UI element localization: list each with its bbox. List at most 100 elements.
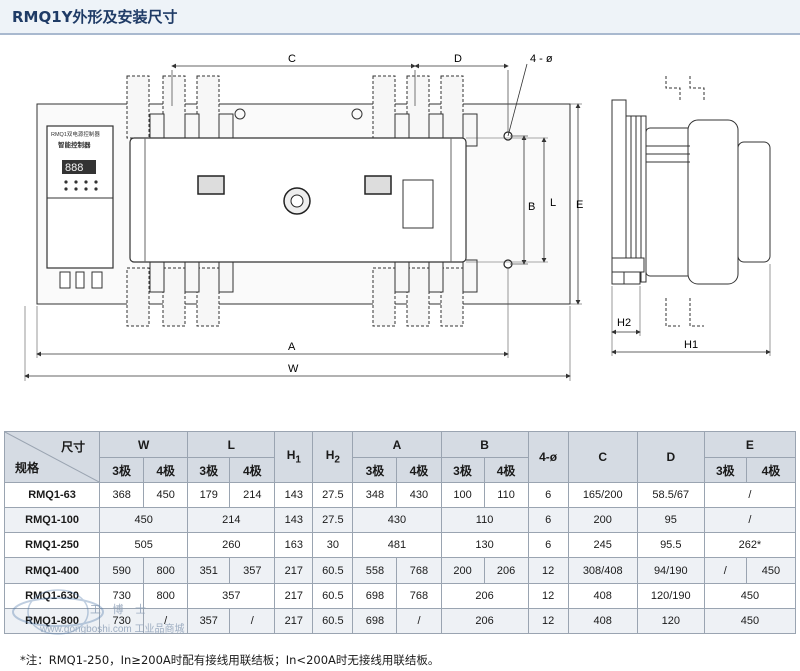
watermark-site: www.gongboshi.com 工业品商城 (40, 624, 185, 635)
table-cell: 800 (143, 582, 189, 609)
table-cell: 260 (187, 532, 276, 559)
table-cell: 730 (99, 607, 145, 635)
table-cell: 262* (703, 532, 797, 559)
sub-header-4pole: 4极 (143, 457, 189, 483)
table-cell: 357 (187, 582, 276, 609)
table-cell: 94/190 (636, 557, 705, 584)
table-cell: / (143, 607, 189, 635)
table-cell: 450 (703, 607, 797, 635)
indicator-window-left (197, 175, 225, 195)
col-header-A: A (352, 431, 442, 458)
sub-header-3pole: 3极 (99, 457, 145, 483)
table-cell: 245 (567, 532, 638, 559)
sub-header-4pole: 4极 (229, 457, 276, 483)
dim-label-E: E (576, 199, 583, 211)
page-title: RMQ1Y外形及安装尺寸 (12, 8, 178, 26)
table-cell: 217 (274, 557, 314, 584)
table-cell: 217 (274, 607, 314, 635)
col-header-E: E (703, 431, 797, 458)
watermark-logo (12, 589, 104, 635)
controller-label: RMQ1双电源控制器 (51, 130, 100, 138)
table-cell: / (703, 507, 797, 534)
table-cell: 357 (187, 607, 231, 635)
model-cell: RMQ1-800 (3, 607, 101, 635)
table-cell: 308/408 (567, 557, 638, 584)
dim-label-H2: H2 (617, 317, 631, 329)
dimension-drawing: RMQ1双电源控制器 智能控制器 888 C D 4 - ø B L E A W (24, 53, 771, 381)
table-cell: 60.5 (312, 607, 354, 635)
sub-header-4pole: 4极 (745, 457, 797, 483)
table-cell: 12 (527, 582, 569, 609)
dim-label-A: A (288, 341, 296, 353)
table-cell: 95.5 (636, 532, 705, 559)
table-cell: 143 (274, 507, 314, 534)
dim-label-L: L (550, 197, 556, 209)
table-cell: 217 (274, 582, 314, 609)
table-cell: 27.5 (312, 507, 354, 534)
table-cell: 200 (567, 507, 638, 534)
dim-label-H1: H1 (684, 339, 698, 351)
table-cell: 60.5 (312, 582, 354, 609)
lower-terminals (126, 259, 478, 327)
controller-label-2: 智能控制器 (58, 140, 91, 149)
table-cell: 6 (527, 507, 569, 534)
dim-label-4phi: 4 - ø (530, 53, 553, 65)
header-band (0, 0, 800, 35)
table-cell: 450 (745, 557, 797, 584)
table-cell: 120 (636, 607, 705, 635)
table-cell: 768 (396, 582, 442, 609)
table-cell: 505 (99, 532, 189, 559)
header-corner: 尺寸 规格 (3, 431, 101, 483)
table-cell: 163 (274, 532, 314, 559)
watermark-brand: 工 博 士 (90, 603, 150, 616)
table-cell: / (703, 557, 747, 584)
table-cell: 430 (352, 507, 442, 534)
table-cell: 348 (352, 481, 398, 509)
table-cell: 12 (527, 557, 569, 584)
table-cell: 110 (440, 507, 529, 534)
model-cell: RMQ1-100 (3, 507, 101, 534)
table-row: RMQ1-63 368 450 179 214 143 27.5 348 430… (3, 481, 797, 509)
table-row: RMQ1-400 590 800 351 357 217 60.5 558 76… (3, 557, 797, 584)
sub-header-3pole: 3极 (703, 457, 747, 483)
col-header-D: D (636, 431, 705, 483)
table-cell: 206 (440, 607, 529, 635)
col-header-H2: H2 (312, 431, 354, 483)
spec-table: 尺寸 规格 W L H1 H2 A B 4-ø C D E 3极 4极 3极 4… (3, 431, 797, 635)
table-cell: 120/190 (636, 582, 705, 609)
model-cell: RMQ1-400 (3, 557, 101, 584)
table-cell: 214 (187, 507, 276, 534)
table-cell: / (396, 607, 442, 635)
sub-header-3pole: 3极 (187, 457, 231, 483)
table-cell: 58.5/67 (636, 481, 705, 509)
table-cell: 110 (483, 481, 529, 509)
table-cell: 206 (483, 557, 529, 584)
table-cell: 368 (99, 481, 145, 509)
table-cell: 130 (440, 532, 529, 559)
table-cell: 408 (567, 582, 638, 609)
table-cell: 590 (99, 557, 145, 584)
table-cell: 60.5 (312, 557, 354, 584)
col-header-W: W (99, 431, 189, 458)
side-view (611, 76, 771, 327)
table-row: RMQ1-800 730 / 357 / 217 60.5 698 / 206 … (3, 607, 797, 635)
table-cell: 430 (396, 481, 442, 509)
table-cell: 95 (636, 507, 705, 534)
table-cell: 357 (229, 557, 276, 584)
table-cell: 165/200 (567, 481, 638, 509)
table-cell: 558 (352, 557, 398, 584)
table-cell: 450 (143, 481, 189, 509)
table-cell: / (229, 607, 276, 635)
col-header-4phi: 4-ø (527, 431, 569, 483)
table-cell: 6 (527, 481, 569, 509)
table-row: RMQ1-250 505 260 163 30 481 130 6 245 95… (3, 532, 797, 559)
table-row: RMQ1-100 450 214 143 27.5 430 110 6 200 … (3, 507, 797, 534)
table-cell: 351 (187, 557, 231, 584)
digit-display: 888 (65, 162, 83, 174)
table-cell: 768 (396, 557, 442, 584)
sub-header-3pole: 3极 (352, 457, 398, 483)
dim-label-B: B (528, 201, 535, 213)
indicator-window-right (364, 175, 392, 195)
col-header-L: L (187, 431, 276, 458)
table-cell: 408 (567, 607, 638, 635)
